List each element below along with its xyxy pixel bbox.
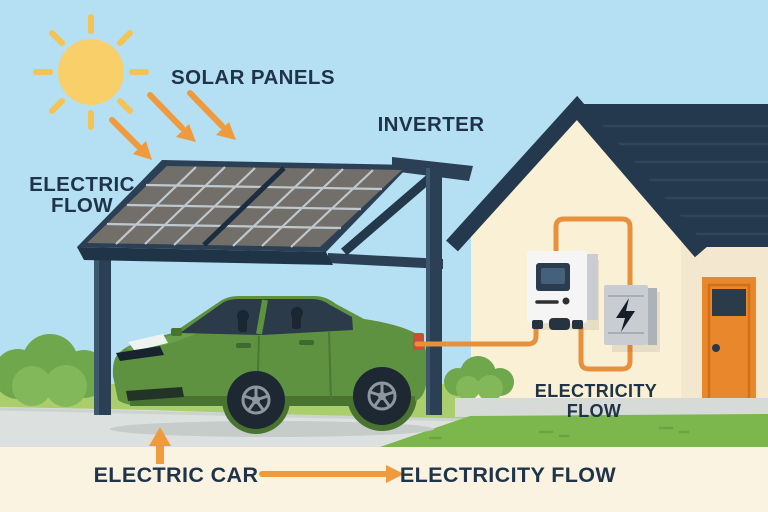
grass-texture [428,426,690,440]
panel-front-edge [77,247,333,265]
gable-roof-band [446,95,708,258]
bushes-mid [444,356,514,401]
arrow-right-icon [259,465,404,483]
grille [116,346,164,361]
house-main-roof [577,104,768,247]
label-inverter: INVERTER [378,113,485,136]
wheel-front [227,371,285,429]
front-door [702,277,756,402]
window-pillar [256,299,268,335]
breaker-side [648,288,657,345]
inverter-dot [562,297,570,305]
lower-intake [126,387,184,401]
wire-car-to-inverter [414,323,539,347]
inverter-side [587,254,598,320]
solar-panel [77,160,410,265]
door-window [712,289,746,316]
caption-band [0,447,768,512]
sunlight-arrow-3 [187,90,236,140]
car-windows [180,299,353,335]
electric-car [112,296,427,434]
carport-mid-beam [328,253,443,269]
caption-electricity-flow: ELECTRICITY FLOW [400,463,617,487]
solar-carport [77,157,473,415]
label-solar-panels: SOLAR PANELS [171,66,335,89]
door-handle-rear [299,340,314,345]
arrow-up-icon [149,427,171,464]
walkway-strip [455,398,768,417]
headlight [128,334,168,351]
inverter-screen-inner [541,268,565,284]
label-electric-flow: ELECTRIC FLOW [29,173,135,217]
post-right-highlight [426,168,430,415]
car-seats [237,307,303,332]
sun-rays [33,14,149,130]
side-mirror [171,328,182,336]
wheel-rear [353,367,411,425]
sun-icon [33,14,149,130]
sunlight-arrow-1 [109,117,152,160]
grass-foreground [380,414,768,447]
sunlight-arrow-2 [147,92,196,142]
breaker-panel [604,285,660,352]
caption-electric-car: ELECTRIC CAR [94,463,259,487]
lightning-bolt-icon [616,298,635,332]
label-electricity-flow-wall-line2: FLOW [567,401,622,421]
label-electricity-flow-wall-line1: ELECTRICITY [535,381,657,401]
panel-divider [202,166,286,247]
inverter-feet [532,318,583,330]
breaker-lines [608,295,644,334]
inverter-device [527,251,599,330]
carport-brace [341,173,434,256]
door-handle-front [236,343,251,348]
label-electric-flow-line2: FLOW [51,194,113,217]
label-electric-flow-line1: ELECTRIC [29,173,135,196]
door-knob [712,344,720,352]
post-left-highlight [94,252,99,415]
sunlight-arrows [109,90,236,160]
label-electricity-flow-wall: ELECTRICITY FLOW [535,381,657,421]
sun-disc [58,39,124,105]
